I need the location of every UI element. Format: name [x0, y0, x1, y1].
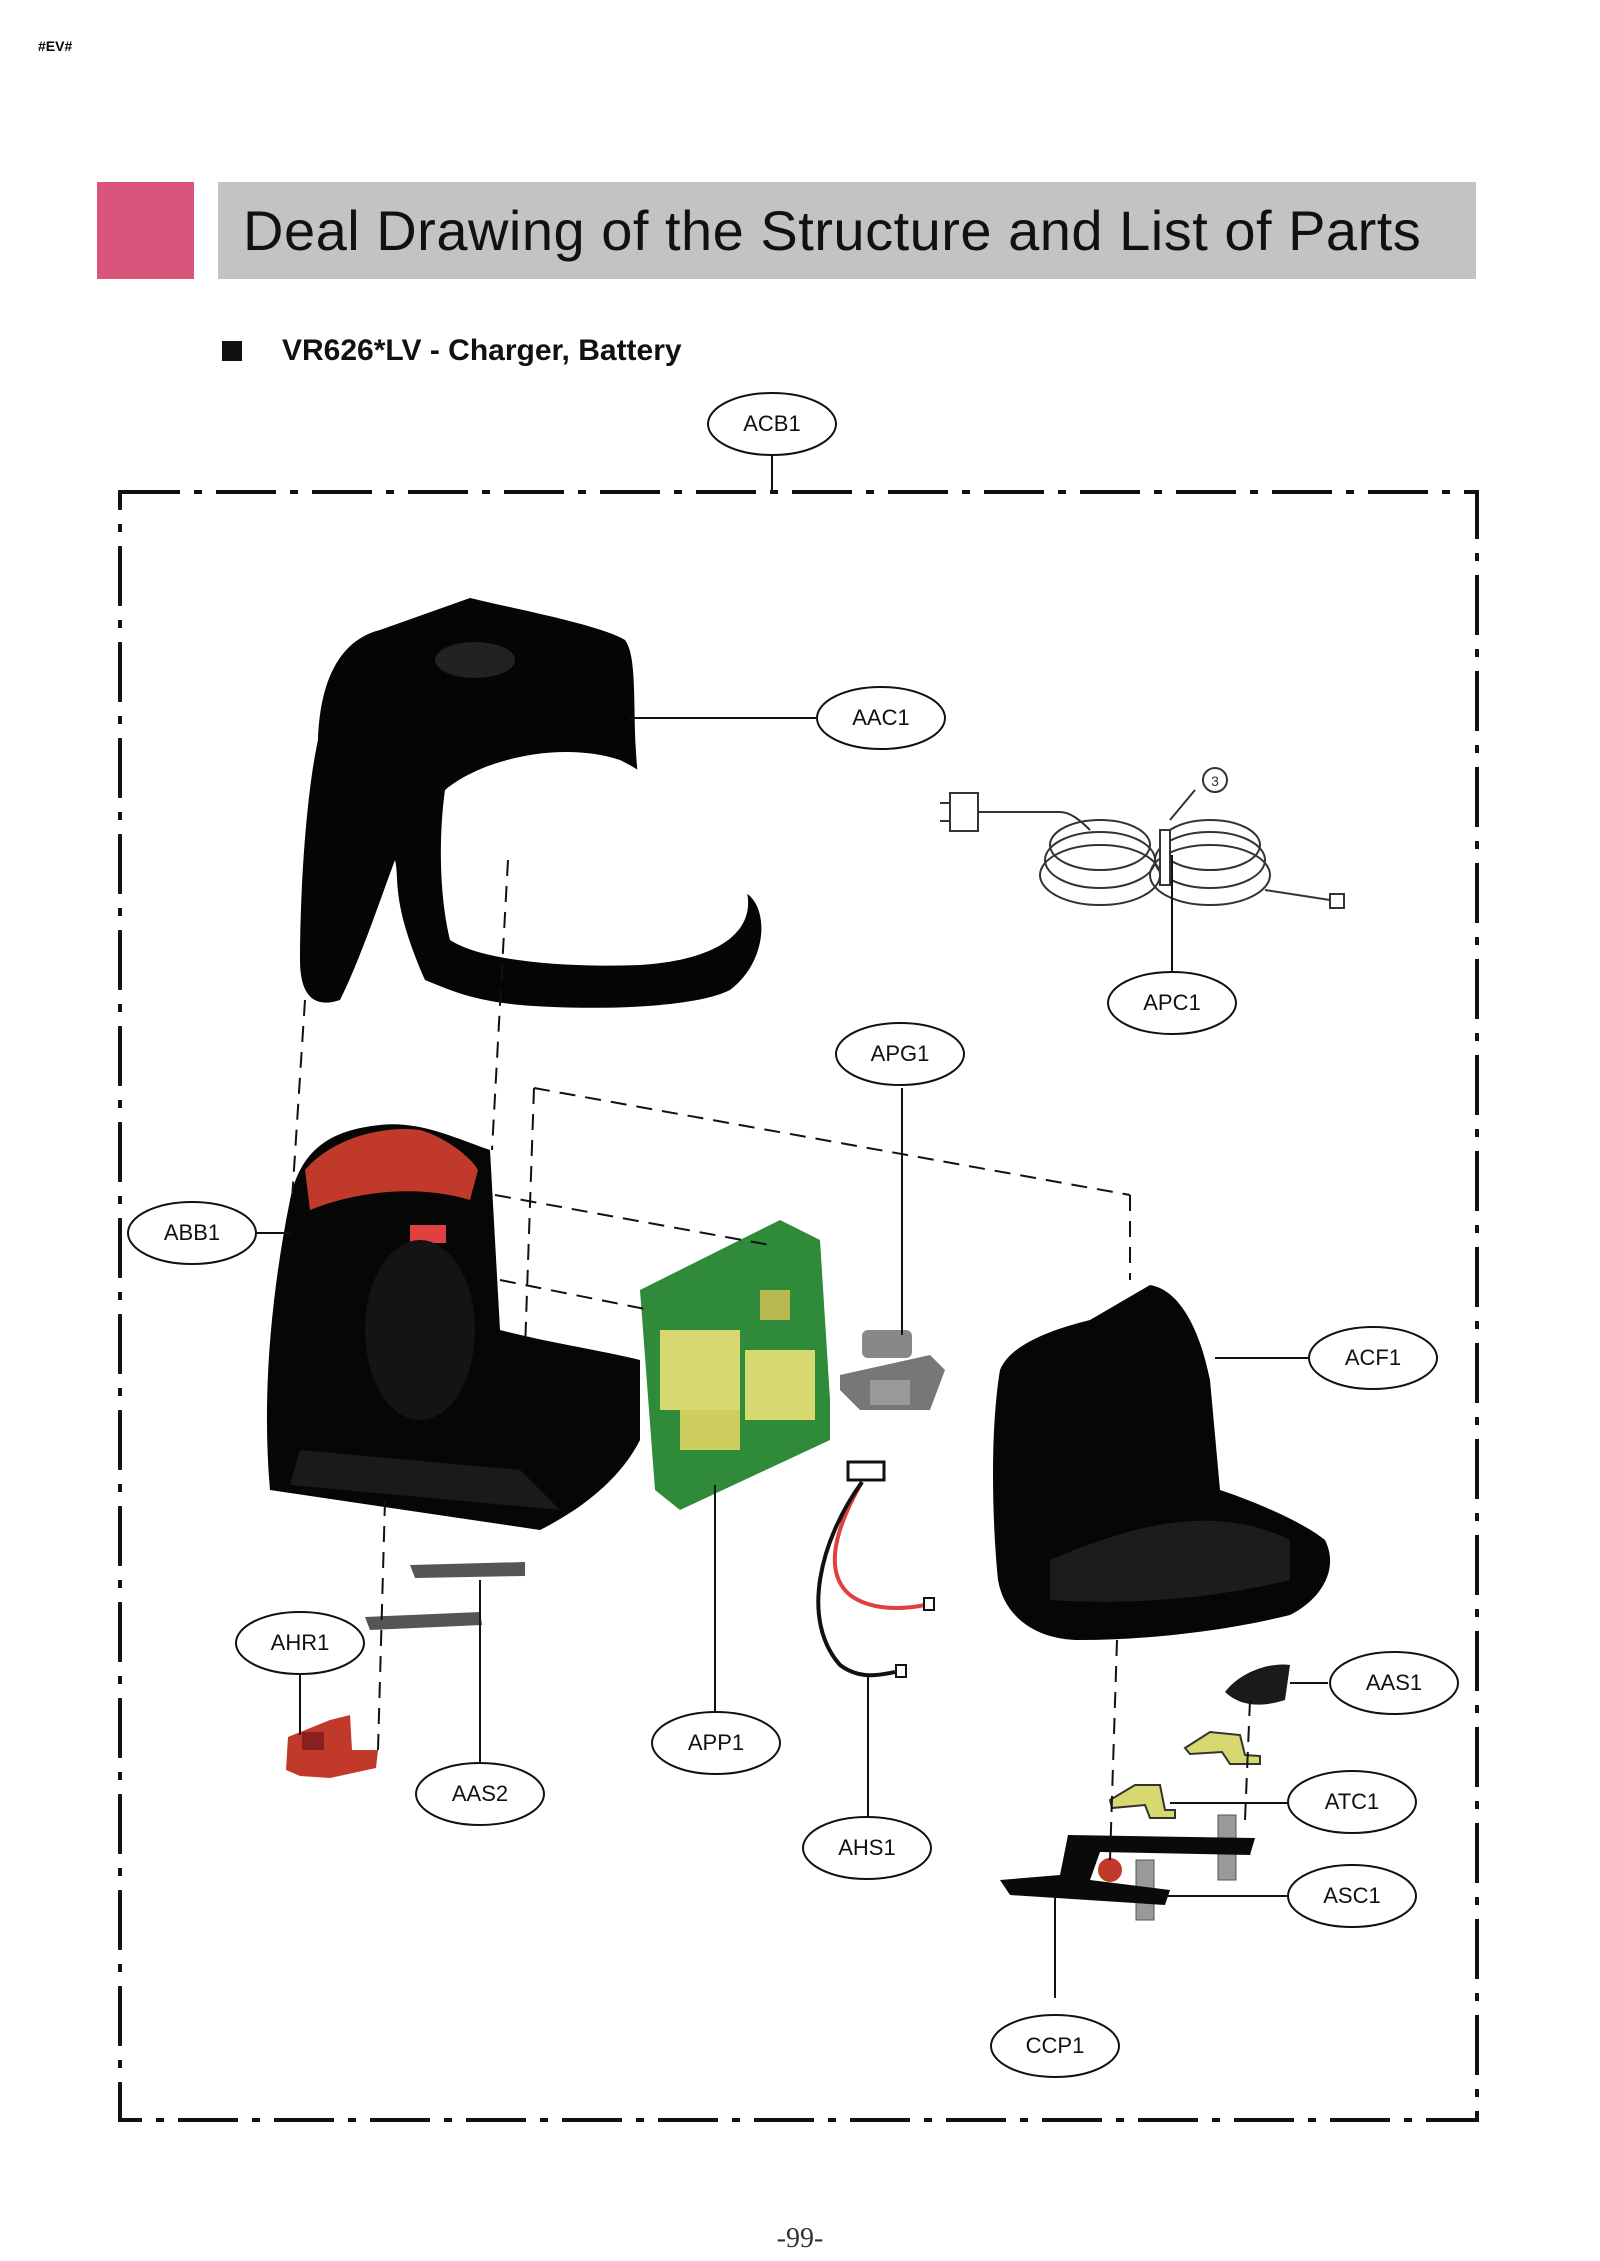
- callout-label-ahs1: AHS1: [838, 1835, 895, 1860]
- subtitle-text: VR626*LV - Charger, Battery: [282, 334, 682, 367]
- callout-label-apg1: APG1: [871, 1041, 930, 1066]
- power-connector-part: [840, 1330, 945, 1410]
- callout-ahr1: AHR1: [235, 1611, 365, 1675]
- callout-label-apc1: APC1: [1143, 990, 1200, 1015]
- pad-part-aas2: [365, 1562, 525, 1630]
- document-code: #EV#: [38, 38, 73, 54]
- wire-harness-part: [816, 1460, 935, 1678]
- callout-label-ahr1: AHR1: [271, 1630, 330, 1655]
- accent-block: [97, 182, 194, 279]
- callout-app1: APP1: [651, 1711, 781, 1775]
- callout-label-abb1: ABB1: [164, 1220, 220, 1245]
- page-number: -99-: [776, 2223, 824, 2254]
- square-bullet-icon: [222, 341, 242, 361]
- callout-asc1: ASC1: [1287, 1864, 1417, 1928]
- diagram-frame: [118, 490, 1479, 2122]
- terminal-part-atc1: [1108, 1730, 1261, 1819]
- pcb-assembly-part: [640, 1220, 830, 1510]
- callout-acb1: ACB1: [707, 392, 837, 456]
- callout-label-acf1: ACF1: [1345, 1345, 1401, 1370]
- callout-label-ccp1: CCP1: [1026, 2033, 1085, 2058]
- title-bar: Deal Drawing of the Structure and List o…: [218, 182, 1476, 279]
- section-subtitle: VR626*LV - Charger, Battery: [222, 334, 682, 368]
- power-cord-part: [940, 767, 1345, 909]
- callout-label-asc1: ASC1: [1323, 1883, 1380, 1908]
- front-cover-part: [993, 1285, 1331, 1640]
- callout-label-atc1: ATC1: [1325, 1789, 1380, 1814]
- callout-label-aac1: AAC1: [852, 705, 909, 730]
- callout-aac1: AAC1: [816, 686, 946, 750]
- cord-marker-number: 3: [1211, 773, 1219, 789]
- pad-part-aas1: [1225, 1664, 1290, 1705]
- callout-apg1: APG1: [835, 1022, 965, 1086]
- page-title: Deal Drawing of the Structure and List o…: [243, 199, 1422, 262]
- callout-label-aas2: AAS2: [452, 1781, 508, 1806]
- contact-bracket-part: [1000, 1835, 1255, 1905]
- callout-label-app1: APP1: [688, 1730, 744, 1755]
- callout-label-aas1: AAS1: [1366, 1670, 1422, 1695]
- callout-apc1: APC1: [1107, 971, 1237, 1035]
- callout-label-acb1: ACB1: [743, 411, 800, 436]
- holder-part-ahr1: [286, 1715, 378, 1778]
- callout-ccp1: CCP1: [990, 2014, 1120, 2078]
- callout-abb1: ABB1: [127, 1201, 257, 1265]
- spring-part-asc1: [1135, 1814, 1237, 1921]
- callout-ahs1: AHS1: [802, 1816, 932, 1880]
- leader-lines: [256, 455, 1328, 1998]
- callout-acf1: ACF1: [1308, 1326, 1438, 1390]
- alignment-lines: [291, 859, 1251, 1861]
- callout-aas1: AAS1: [1329, 1651, 1459, 1715]
- callout-atc1: ATC1: [1287, 1770, 1417, 1834]
- base-body-part: [266, 1124, 640, 1530]
- top-cover-part: [300, 598, 762, 1008]
- callout-aas2: AAS2: [415, 1762, 545, 1826]
